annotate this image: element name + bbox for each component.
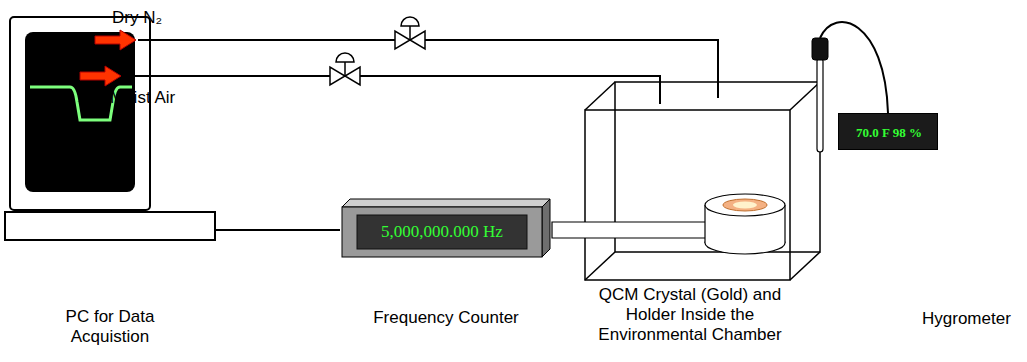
valve-symbol: [395, 17, 425, 49]
counter-front: [342, 207, 542, 257]
counter-side: [542, 199, 550, 257]
cable-line: [215, 229, 340, 231]
chamber-edge: [790, 252, 820, 280]
counter-display: [357, 215, 527, 249]
flow-arrow: [80, 66, 121, 86]
probe-cap: [812, 38, 828, 60]
qcm-crystal: [723, 199, 767, 211]
device-label: PC for Data Acquistion: [45, 307, 175, 347]
counter-readout: 5,000,000.000 Hz: [357, 215, 527, 249]
frequency-counter: 5,000,000.000 Hz Frequency Counter: [340, 195, 552, 335]
gas-label: Dry N₂: [112, 8, 162, 28]
chamber-edge: [585, 82, 615, 110]
probe-tube: [817, 58, 823, 152]
monitor-frame: [10, 17, 150, 210]
holder-side: [704, 205, 705, 243]
gold-electrode: [733, 202, 757, 209]
hygrometer-display: 70.0 F 98 %: [838, 113, 938, 150]
chamber-edge: [790, 82, 820, 110]
device-label: Hygrometer: [922, 309, 1011, 329]
chamber-front: [585, 110, 790, 280]
hygrometer-readout: 70.0 F 98 %: [839, 114, 939, 151]
holder-side: [784, 205, 785, 243]
moist-air-line: [122, 76, 660, 104]
pc-base: [5, 212, 215, 240]
holder-arm: [575, 222, 712, 238]
monitor-screen: [25, 32, 135, 192]
holder-arm-connector: [552, 222, 575, 238]
sensor-wire: [820, 22, 888, 113]
flow-arrow: [95, 30, 136, 50]
chamber-edge: [585, 252, 615, 280]
pc-illustration: PC for Data Acquistion: [5, 12, 215, 342]
counter-top: [342, 199, 550, 207]
holder-arm: [575, 222, 712, 238]
gas-label: Moist Air: [110, 88, 175, 108]
device-label: QCM Crystal (Gold) and Holder Inside the…: [575, 285, 805, 345]
environmental-chamber: QCM Crystal (Gold) and Holder Inside the…: [575, 38, 830, 358]
holder-top: [705, 194, 785, 216]
dry-n2-line: [138, 40, 718, 98]
valve-symbol: [330, 53, 360, 85]
device-label: Frequency Counter: [340, 308, 552, 328]
